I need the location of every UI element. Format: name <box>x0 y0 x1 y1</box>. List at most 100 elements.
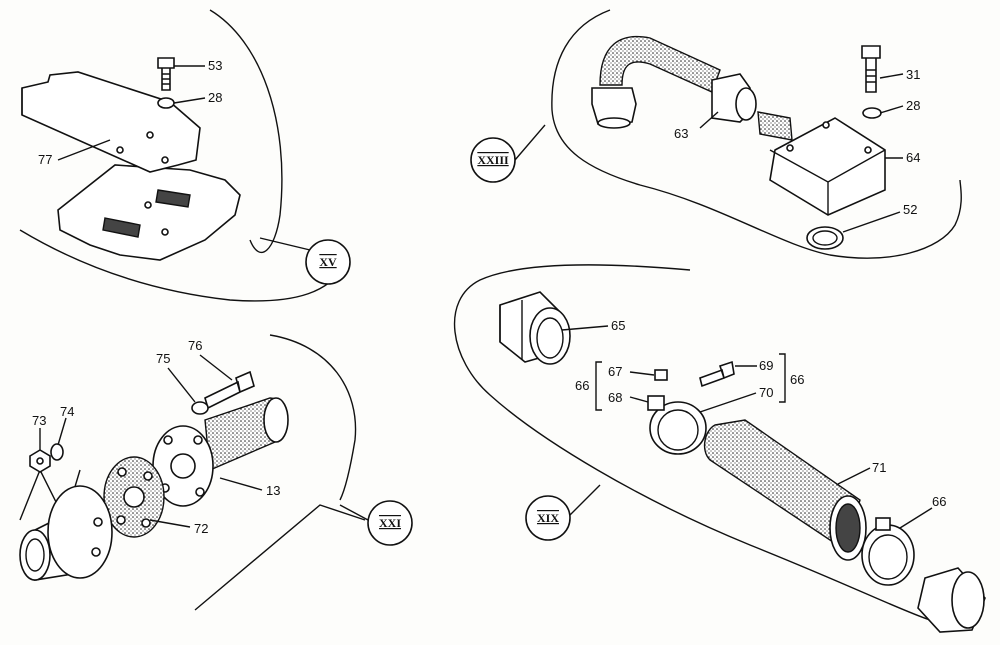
bracket-77 <box>21 71 201 173</box>
shaft-end <box>263 397 289 443</box>
clamp-lug <box>875 517 891 531</box>
leader-67 <box>629 371 655 376</box>
hose-bore <box>835 503 861 553</box>
leader-77 <box>57 139 111 161</box>
hub-flange <box>47 485 113 579</box>
base-plate <box>57 164 241 261</box>
coupling-edges <box>499 300 523 360</box>
view-ref-xxi: XXI <box>379 516 401 530</box>
pipe-elbow <box>599 36 721 93</box>
pipe-nut-face <box>597 117 631 129</box>
label-66-bottom: 66 <box>932 494 946 509</box>
label-31: 31 <box>906 67 920 82</box>
label-65: 65 <box>611 318 625 333</box>
label-28: 28 <box>906 98 920 113</box>
view-xxiii-boundary <box>514 9 962 259</box>
label-64: 64 <box>906 150 920 165</box>
leader-63 <box>699 111 719 129</box>
gasket-52 <box>806 226 844 250</box>
nut-bore <box>36 457 44 465</box>
view-xix-boundary <box>453 264 931 621</box>
coupling-bore <box>536 317 564 359</box>
label-13: 13 <box>266 483 280 498</box>
gasket-bore <box>123 486 145 508</box>
view-ref-circle <box>525 495 571 541</box>
leader-70 <box>699 392 757 413</box>
hub-bore <box>25 538 45 572</box>
leader-66 <box>899 507 933 529</box>
view-ref-xix: XIX <box>537 511 559 525</box>
block-hole <box>786 144 794 152</box>
view-ref-xv: XV <box>319 255 337 269</box>
leader-65 <box>561 325 609 331</box>
block-hole <box>822 121 830 129</box>
leader-28 <box>173 97 206 104</box>
block-64 <box>769 117 886 216</box>
bolt-69 <box>699 360 735 388</box>
washer-75 <box>191 401 209 415</box>
leader-13 <box>219 477 263 491</box>
label-66-left: 66 <box>575 378 589 393</box>
view-xv-boundary <box>19 9 346 302</box>
view-ref-xxiii: XXIII <box>477 153 509 167</box>
leader-31 <box>879 73 904 79</box>
washer-74 <box>50 443 64 461</box>
plate-hole <box>161 228 169 236</box>
union-nut-bore <box>735 87 757 121</box>
block-edges <box>769 149 886 215</box>
leader-74 <box>57 417 67 446</box>
leader-28b <box>879 105 904 114</box>
leader-52 <box>842 211 901 233</box>
hose-clamp-66 <box>861 524 915 586</box>
hub-hole <box>93 517 103 527</box>
leader-75 <box>167 367 196 403</box>
label-72: 72 <box>194 521 208 536</box>
hose-clamp-inner <box>657 409 699 451</box>
slot-right <box>155 189 191 208</box>
lock-washer-28 <box>157 97 175 109</box>
label-74: 74 <box>60 404 74 419</box>
view-ref-circle <box>305 239 351 285</box>
view-xix: 65 67 69 66 66 68 70 71 66 XIX <box>453 264 986 633</box>
label-53: 53 <box>208 58 222 73</box>
leader-xxi <box>339 504 369 521</box>
label-70: 70 <box>759 385 773 400</box>
view-ref-circle <box>367 500 413 546</box>
pipe-nut <box>591 87 637 125</box>
block-hole <box>864 146 872 154</box>
threaded-nipple <box>757 111 793 141</box>
bracket-hole <box>146 131 154 139</box>
lock-washer-28 <box>862 107 882 119</box>
gasket-52-inner <box>812 230 838 246</box>
label-68: 68 <box>608 390 622 405</box>
leader-76 <box>199 354 233 381</box>
view-xxi: 76 75 73 74 13 72 XXI <box>19 334 413 611</box>
gasket-hole <box>116 515 126 525</box>
label-52: 52 <box>903 202 917 217</box>
leader-71 <box>837 467 871 485</box>
flange-hole <box>193 435 203 445</box>
view-xxiii: 31 28 63 64 52 XXIII <box>470 9 962 259</box>
leader-72 <box>149 519 191 528</box>
flange-hole <box>163 435 173 445</box>
label-66-right: 66 <box>790 372 804 387</box>
square-nut-67 <box>654 369 668 381</box>
bolt-thread <box>162 73 170 85</box>
gasket-hole <box>143 471 153 481</box>
label-71: 71 <box>872 460 886 475</box>
gasket-hole <box>141 518 151 528</box>
coupling-end <box>529 307 571 365</box>
bracket-hole <box>116 146 124 154</box>
leader-68 <box>629 396 649 403</box>
clamp-lug <box>647 395 665 411</box>
gasket-hole <box>117 467 127 477</box>
flange-hole <box>195 487 205 497</box>
bracket-left <box>595 361 602 411</box>
label-69: 69 <box>759 358 773 373</box>
slot-left <box>102 217 141 238</box>
bracket-hole <box>161 156 169 164</box>
bolt-thread <box>866 69 876 83</box>
label-76: 76 <box>188 338 202 353</box>
